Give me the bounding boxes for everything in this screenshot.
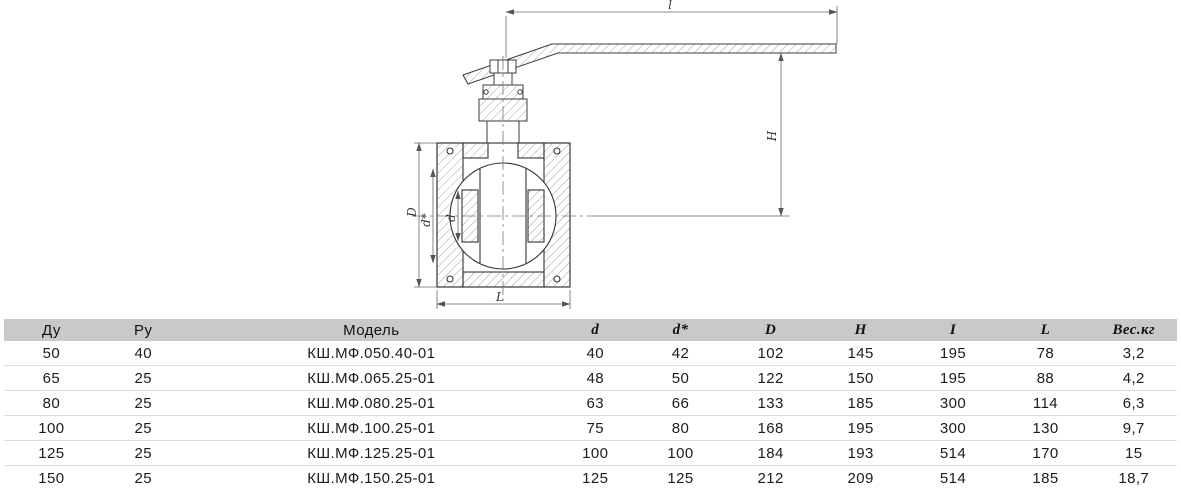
dimension-l-bottom: L [437,290,570,309]
table-cell: 4,2 [1090,366,1177,391]
table-cell: 25 [99,366,188,391]
table-cell: 50 [4,341,99,366]
table-cell: 195 [906,341,1001,366]
table-header-cell: Ду [4,319,99,341]
table-cell: 88 [1000,366,1090,391]
table-cell: 6,3 [1090,391,1177,416]
table-cell: 66 [636,391,726,416]
table-cell: 193 [816,441,906,466]
drawing-area: l [0,0,1181,319]
table-cell: 25 [99,441,188,466]
dim-label-d-bore: d [444,214,458,222]
table-cell: 170 [1000,441,1090,466]
table-cell: 195 [816,416,906,441]
table-header-cell: Модель [188,319,555,341]
bolt-hole [447,276,453,282]
table-cell: 125 [636,466,726,490]
table-cell: 78 [1000,341,1090,366]
table-header-cell: L [1000,319,1090,341]
table-cell: КШ.МФ.080.25-01 [188,391,555,416]
table-cell: 100 [555,441,636,466]
table-header-cell: I [906,319,1001,341]
table-cell: 25 [99,466,188,490]
table-cell: 3,2 [1090,341,1177,366]
table-cell: 9,7 [1090,416,1177,441]
table-cell: 195 [906,366,1001,391]
table-cell: 300 [906,416,1001,441]
table-cell: 133 [726,391,816,416]
table-cell: 40 [99,341,188,366]
table-cell: 65 [4,366,99,391]
table-cell: 150 [4,466,99,490]
table-cell: 25 [99,416,188,441]
table-cell: 25 [99,391,188,416]
table-cell: 185 [1000,466,1090,490]
table-cell: 42 [636,341,726,366]
table-cell: 50 [636,366,726,391]
table-cell: 185 [816,391,906,416]
table-header-cell: d* [636,319,726,341]
dim-label-d-outer: D [405,207,419,218]
dimension-h: H [594,53,790,216]
table-cell: 514 [906,441,1001,466]
table-cell: КШ.МФ.100.25-01 [188,416,555,441]
bolt-hole [554,276,560,282]
table-cell: 125 [4,441,99,466]
table-cell: 150 [816,366,906,391]
table-cell: 18,7 [1090,466,1177,490]
table-header-cell: Вес.кг [1090,319,1177,341]
table-cell: 212 [726,466,816,490]
table-cell: 63 [555,391,636,416]
table-header-cell: D [726,319,816,341]
table-cell: КШ.МФ.065.25-01 [188,366,555,391]
table-cell: 514 [906,466,1001,490]
table-cell: 40 [555,341,636,366]
table-cell: 130 [1000,416,1090,441]
table-cell: 15 [1090,441,1177,466]
table-cell: 48 [555,366,636,391]
table-cell: КШ.МФ.150.25-01 [188,466,555,490]
table-cell: 100 [636,441,726,466]
dim-label-l-bottom: L [495,290,504,304]
table-cell: 209 [816,466,906,490]
table-cell: 114 [1000,391,1090,416]
table-cell: 300 [906,391,1001,416]
table-cell: 75 [555,416,636,441]
table-cell: КШ.МФ.050.40-01 [188,341,555,366]
dim-label-d-star: d* [419,213,433,227]
table-cell: 80 [4,391,99,416]
table-cell: КШ.МФ.125.25-01 [188,441,555,466]
table-cell: 125 [555,466,636,490]
valve-technical-drawing: l [0,0,1181,319]
table-header-cell: d [555,319,636,341]
bolt-hole [554,148,560,154]
dimension-d-star: d* [419,169,433,263]
dim-label-l-top: l [668,0,672,12]
table-cell: 122 [726,366,816,391]
dim-label-h: H [765,130,779,142]
table-header-cell: Ру [99,319,188,341]
table-cell: 184 [726,441,816,466]
table-cell: 102 [726,341,816,366]
table-header-cell: H [816,319,906,341]
table-cell: 145 [816,341,906,366]
table-cell: 100 [4,416,99,441]
bolt-hole [447,148,453,154]
table-cell: 80 [636,416,726,441]
valve-handle [463,44,836,84]
table-cell: 168 [726,416,816,441]
